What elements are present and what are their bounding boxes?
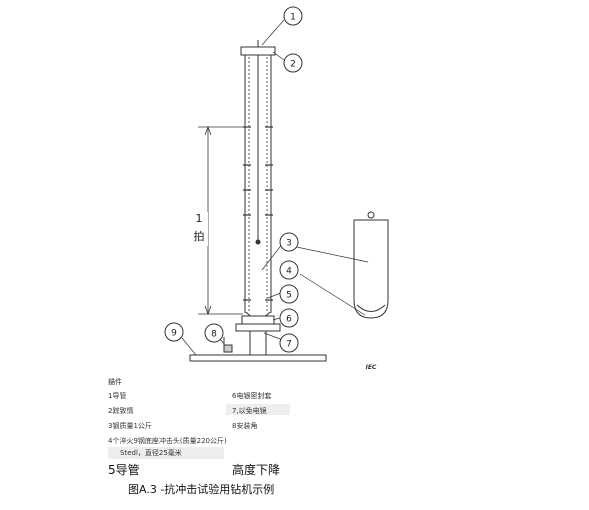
- drop-height-unit: 拍: [194, 229, 205, 243]
- balloon-3: 3: [286, 239, 292, 249]
- legend-heading: 錨件: [108, 378, 122, 386]
- striker-detail: [353, 219, 389, 319]
- iec-mark: IEC: [366, 364, 377, 371]
- legend-item-5-label: 5导管: [108, 463, 140, 477]
- legend-item-5-value: 高度下降: [232, 463, 281, 477]
- figure-caption: 图A.3 -抗冲击试验用钻机示例: [128, 483, 275, 496]
- drop-impact-apparatus-diagram: 1 2 3 4 5 6 7 8 9 1 拍 IEC: [164, 6, 389, 371]
- balloon-7: 7: [286, 340, 292, 350]
- balloon-1: 1: [290, 13, 296, 23]
- balloon-2: 2: [290, 60, 296, 70]
- drop-height-value: 1: [196, 212, 203, 225]
- balloon-4: 4: [286, 267, 292, 277]
- legend-item-3: 3钢质量1公斤: [108, 422, 152, 430]
- balloon-8: 8: [211, 330, 217, 340]
- legend-item-1: 1导管: [108, 392, 127, 400]
- balloon-9: 9: [171, 329, 177, 339]
- legend-item-7: 7,以免电镜: [232, 407, 267, 415]
- legend-item-4-material: Stedl，直径25毫米: [120, 449, 182, 457]
- legend-item-8: 8安装角: [232, 422, 258, 430]
- base-plate: [189, 354, 327, 362]
- legend-item-4: 4个淬火9钢底座冲击头(质量220公斤): [108, 437, 227, 445]
- legend-item-6: 6电银密封套: [232, 392, 272, 400]
- legend-item-2: 2踪致惰: [108, 407, 134, 415]
- balloon-6: 6: [286, 315, 292, 325]
- balloon-5: 5: [286, 291, 292, 301]
